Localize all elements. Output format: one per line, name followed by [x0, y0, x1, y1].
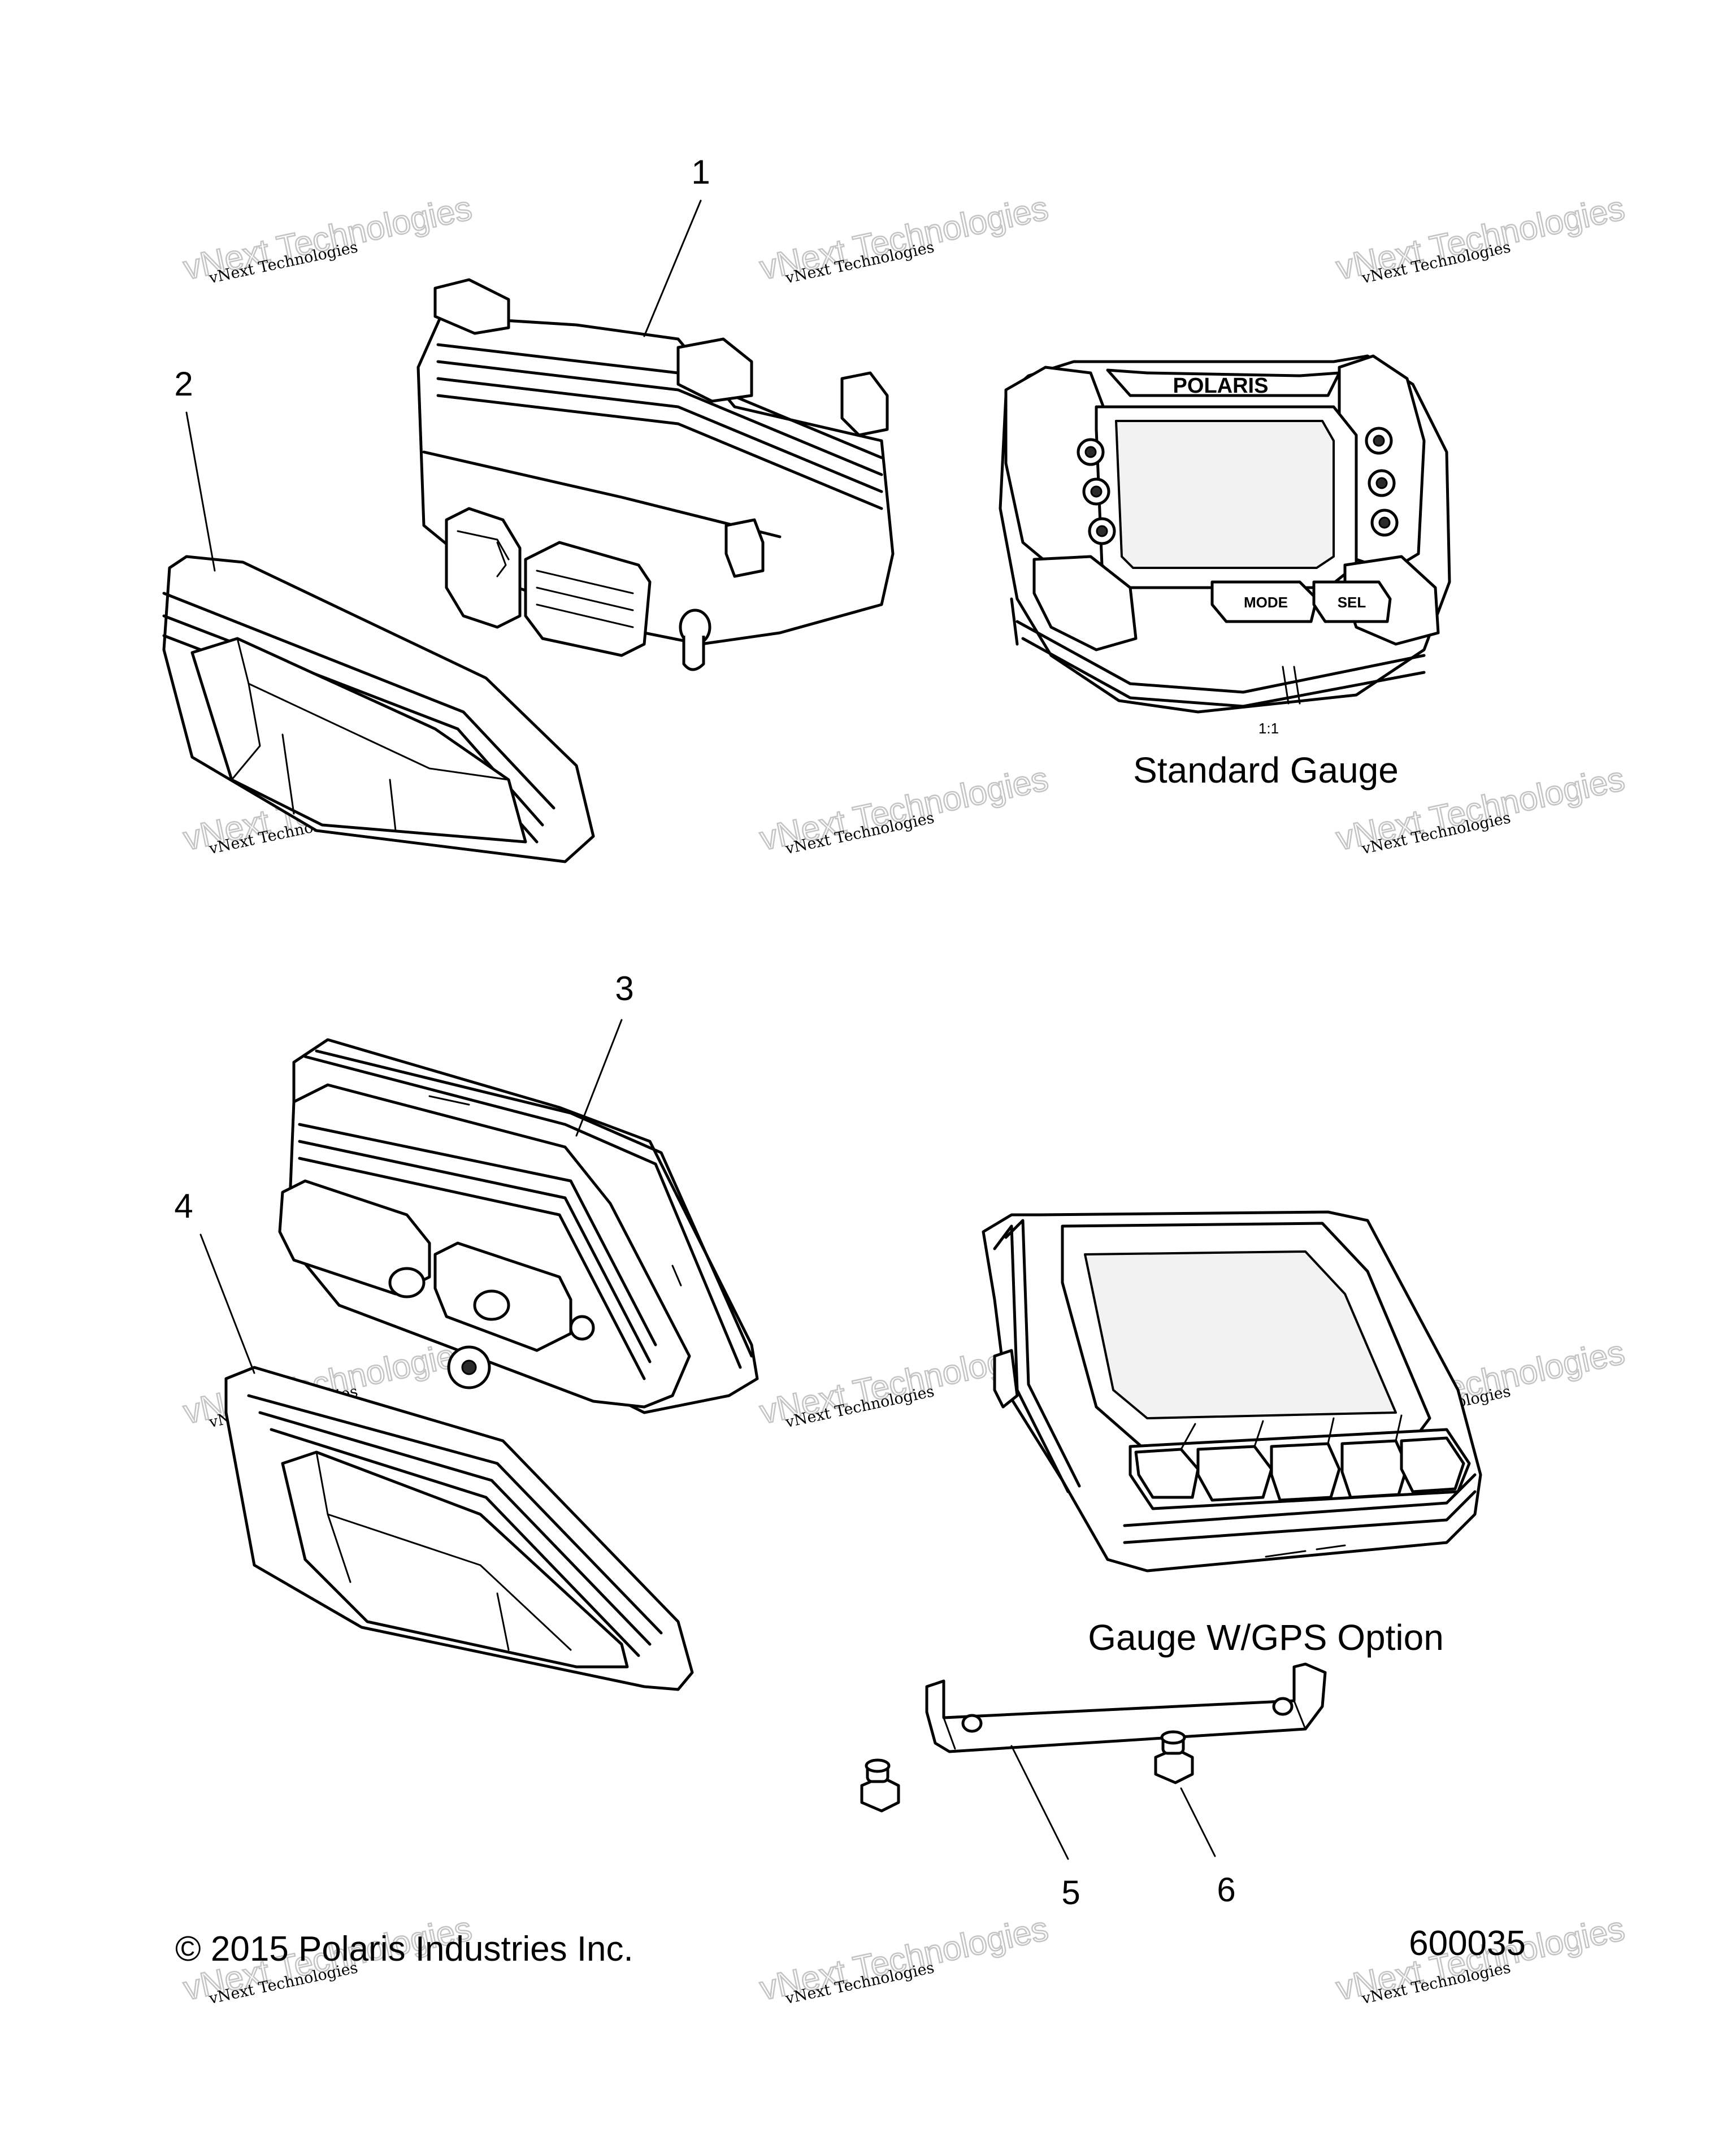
watermark: vNext Technologies vNext Technologies [756, 759, 1052, 858]
gps-button-3 [1270, 1442, 1341, 1502]
mode-button [1210, 580, 1318, 623]
mode-button-label: MODE [1244, 594, 1288, 611]
watermark: vNext Technologies vNext Technologies [180, 188, 476, 288]
sel-button [1312, 580, 1392, 623]
leader-line [643, 199, 702, 337]
part-2-bezel [162, 555, 595, 863]
callout-2: 2 [174, 365, 216, 572]
part-1-gauge-housing [416, 278, 895, 671]
part-5-bracket [925, 1662, 1327, 1753]
callout-label-6: 6 [1217, 1871, 1235, 1909]
callout-label-1: 1 [691, 153, 710, 191]
callout-3: 3 [575, 970, 634, 1137]
watermark: vNext Technologies vNext Technologies [1333, 188, 1629, 288]
part-3-gps-housing [278, 1038, 759, 1414]
brand-logo-text: POLARIS [1173, 374, 1269, 398]
watermark: vNext Technologies vNext Technologies [756, 1909, 1052, 2008]
callout-label-3: 3 [615, 970, 633, 1007]
part-6-nut-left [860, 1758, 900, 1813]
leader-line [1010, 1745, 1069, 1860]
copyright-text: © 2015 Polaris Industries Inc. [175, 1930, 633, 1969]
drawing-number: 600035 [1409, 1924, 1526, 1963]
callout-label-5: 5 [1061, 1874, 1080, 1912]
gps-gauge-caption: Gauge W/GPS Option [1088, 1617, 1444, 1658]
leader-line [1180, 1787, 1216, 1857]
standard-gauge-caption: Standard Gauge [1133, 750, 1399, 790]
gps-button-2 [1196, 1445, 1273, 1502]
callout-1: 1 [643, 153, 710, 337]
gps-button-4 [1340, 1439, 1409, 1499]
gps-button-5 [1400, 1436, 1465, 1493]
callout-5: 5 [1010, 1745, 1080, 1912]
watermark: vNext Technologies vNext Technologies [756, 188, 1052, 288]
leader-line [575, 1019, 623, 1137]
callout-4: 4 [174, 1187, 255, 1374]
scale-note: 1:1 [1258, 720, 1279, 737]
standard-gauge-front: POLARIS MODE SEL [999, 354, 1451, 714]
part-4-gps-bezel [224, 1366, 694, 1691]
gps-gauge-front [982, 1210, 1482, 1572]
leader-line [185, 411, 216, 572]
callout-label-2: 2 [174, 365, 193, 403]
part-6-nut-right [1154, 1730, 1194, 1784]
callout-6: 6 [1180, 1787, 1236, 1909]
leader-line [199, 1233, 255, 1374]
callout-label-4: 4 [174, 1187, 193, 1225]
sel-button-label: SEL [1338, 594, 1366, 611]
